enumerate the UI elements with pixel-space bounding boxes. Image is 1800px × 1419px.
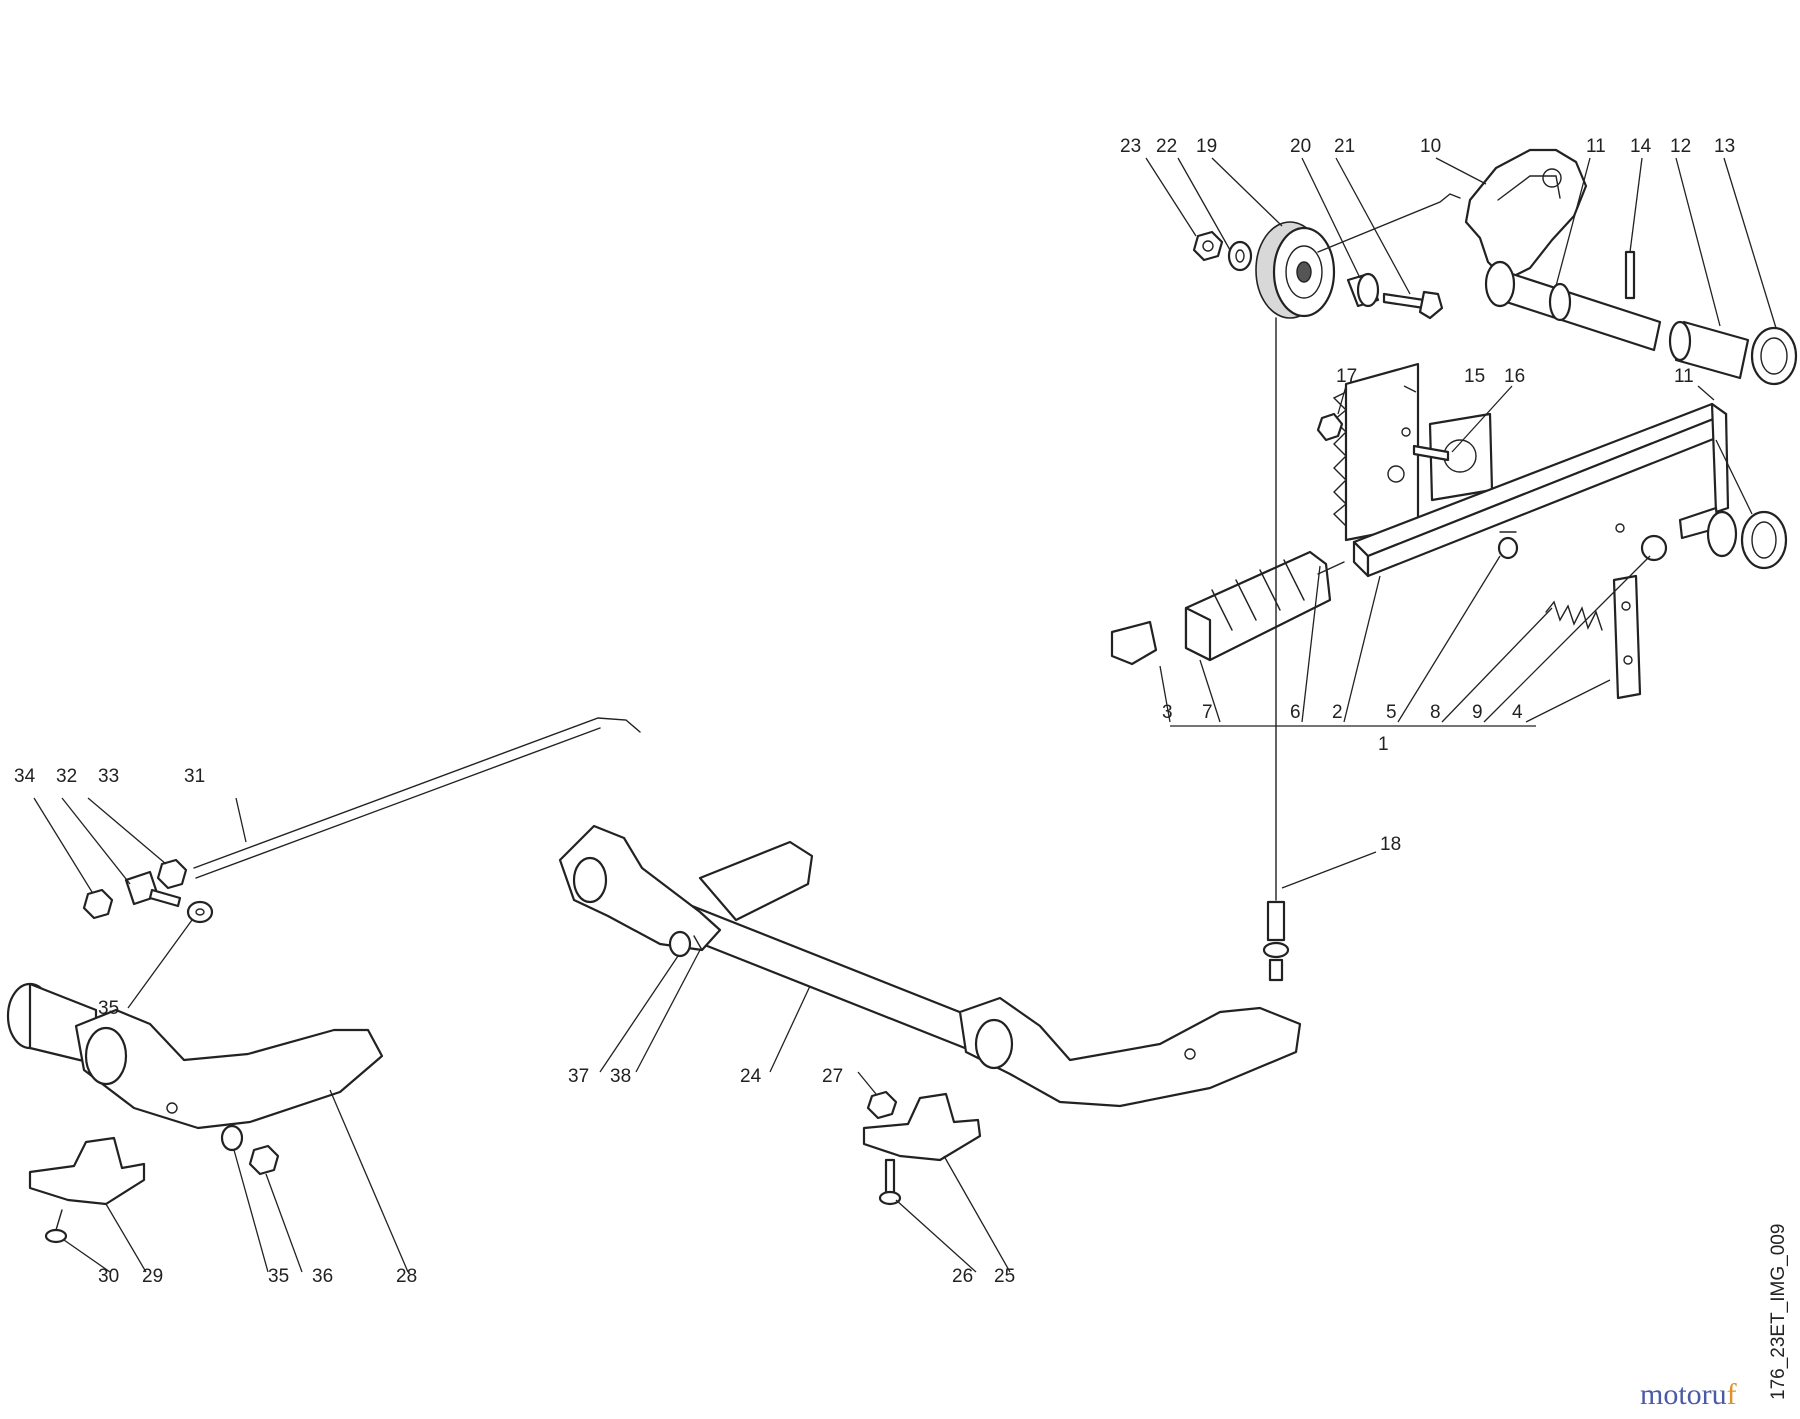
part-10-bracket — [1464, 148, 1588, 282]
callout-34: 34 — [14, 766, 36, 787]
callout-6: 6 — [1290, 702, 1301, 723]
callout-20: 20 — [1290, 136, 1311, 157]
callout-4: 4 — [1512, 702, 1523, 723]
part-27-nut — [866, 1090, 898, 1120]
callout-18: 18 — [1380, 834, 1401, 855]
part-20-bushing — [1346, 272, 1380, 308]
callout-8: 8 — [1430, 702, 1441, 723]
link-rod-top — [1317, 193, 1461, 253]
part-36-nut — [248, 1144, 280, 1176]
part-19-pulley — [1255, 221, 1336, 319]
callout-22: 22 — [1156, 136, 1177, 157]
callout-9: 9 — [1472, 702, 1483, 723]
callout-35-top: 35 — [98, 998, 119, 1019]
part-8-spring — [1545, 600, 1603, 631]
callout-25: 25 — [994, 1266, 1015, 1287]
part-16-plate — [1412, 412, 1494, 502]
part-4-latch — [1612, 574, 1642, 700]
callout-32: 32 — [56, 766, 77, 787]
callout-38: 38 — [610, 1066, 631, 1087]
part-30-screw — [44, 1209, 68, 1244]
part-3-cap — [1110, 620, 1158, 666]
part-9-washer — [1640, 534, 1668, 562]
part-6-thread — [1317, 561, 1345, 575]
part-11-ring-right — [1706, 510, 1788, 570]
watermark: motoruf — [1640, 1378, 1737, 1411]
callout-12: 12 — [1670, 136, 1691, 157]
part-23-nut — [1192, 230, 1224, 262]
callout-28: 28 — [396, 1266, 417, 1287]
callout-3: 3 — [1162, 702, 1173, 723]
part-22-washer — [1227, 240, 1253, 272]
callout-15: 15 — [1464, 366, 1485, 387]
callout-36: 36 — [312, 1266, 333, 1287]
callout-16: 16 — [1504, 366, 1525, 387]
pedal-lower-right — [958, 996, 1302, 1108]
callout-33: 33 — [98, 766, 119, 787]
part-12-sleeve — [1668, 320, 1750, 380]
callout-37: 37 — [568, 1066, 589, 1087]
callout-26: 26 — [952, 1266, 973, 1287]
part-34-nut — [82, 888, 114, 920]
callout-27: 27 — [822, 1066, 843, 1087]
callout-21: 21 — [1334, 136, 1355, 157]
part-32-swivel — [124, 870, 182, 908]
part-5-screw — [1497, 531, 1519, 560]
part-31-rod — [193, 717, 641, 879]
part-35-washer-left — [220, 1124, 244, 1152]
part-7-grip — [1184, 550, 1332, 662]
part-18-cable — [1262, 317, 1290, 982]
part-37-pin — [668, 930, 703, 958]
part-28-left-pedal — [6, 982, 384, 1130]
callout-1: 1 — [1378, 734, 1389, 755]
callout-11-top: 11 — [1586, 136, 1606, 157]
part-13-ring — [1750, 326, 1798, 386]
part-33-nut — [156, 858, 188, 890]
part-15-sector-plate — [1332, 362, 1420, 542]
part-17-nut — [1316, 412, 1344, 442]
part-35-washer — [186, 900, 214, 924]
pedal-upper-left — [558, 824, 814, 952]
watermark-main: motoru — [1640, 1378, 1727, 1411]
callout-24: 24 — [740, 1066, 762, 1087]
callout-17: 17 — [1336, 366, 1357, 387]
callout-labels: 23 22 19 20 21 10 11 14 12 13 17 15 16 1… — [14, 136, 1735, 1287]
part-14-pin — [1624, 250, 1636, 300]
callout-31: 31 — [184, 766, 205, 787]
part-29-clamp — [28, 1136, 146, 1206]
callout-29: 29 — [142, 1266, 163, 1287]
part-26-screw — [878, 1158, 902, 1206]
watermark-accent: f — [1727, 1378, 1737, 1411]
callout-19: 19 — [1196, 136, 1217, 157]
callout-14: 14 — [1630, 136, 1652, 157]
part-21-bolt — [1382, 290, 1444, 320]
callout-10: 10 — [1420, 136, 1441, 157]
part-2-arm — [1352, 402, 1730, 578]
callout-5: 5 — [1386, 702, 1397, 723]
leader-lines — [33, 157, 1777, 1273]
callout-13: 13 — [1714, 136, 1735, 157]
image-code: 176_23ET_IMG_009 — [1768, 1224, 1789, 1400]
part-11-shaft — [1484, 260, 1662, 352]
callout-11-right: 11 — [1674, 366, 1694, 387]
part-25-clamp — [862, 1092, 982, 1162]
callout-2: 2 — [1332, 702, 1343, 723]
callout-30: 30 — [98, 1266, 119, 1287]
callout-23: 23 — [1120, 136, 1141, 157]
callout-35-bottom: 35 — [268, 1266, 289, 1287]
callout-7: 7 — [1202, 702, 1213, 723]
